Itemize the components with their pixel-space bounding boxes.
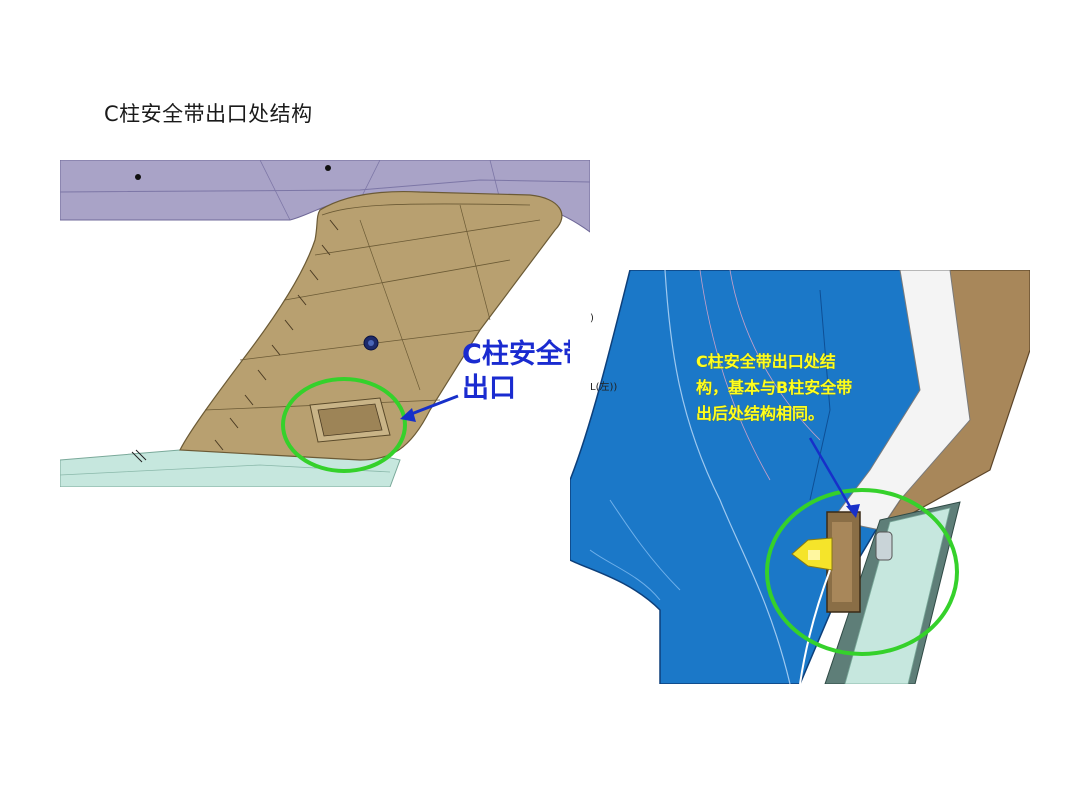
right-callout-label: C柱安全带出口处结 构，基本与B柱安全带 出后处结构相同。 (696, 349, 936, 427)
b-pillar-section-image (570, 270, 1030, 684)
stray-glyph-mid: L(左)) (590, 382, 618, 393)
stray-glyph-top: ) (590, 313, 594, 324)
right-callout-line: 出后处结构相同。 (696, 404, 825, 423)
right-callout-line: 构，基本与B柱安全带 (696, 378, 853, 397)
left-callout-label: C柱安全带出口 (462, 339, 590, 404)
c-pillar-trim-image (60, 160, 590, 487)
slide-title: C柱安全带出口处结构 (104, 102, 313, 126)
left-cad-view (60, 160, 590, 487)
right-cad-view (570, 270, 1030, 684)
right-callout-line: C柱安全带出口处结 (696, 352, 836, 371)
